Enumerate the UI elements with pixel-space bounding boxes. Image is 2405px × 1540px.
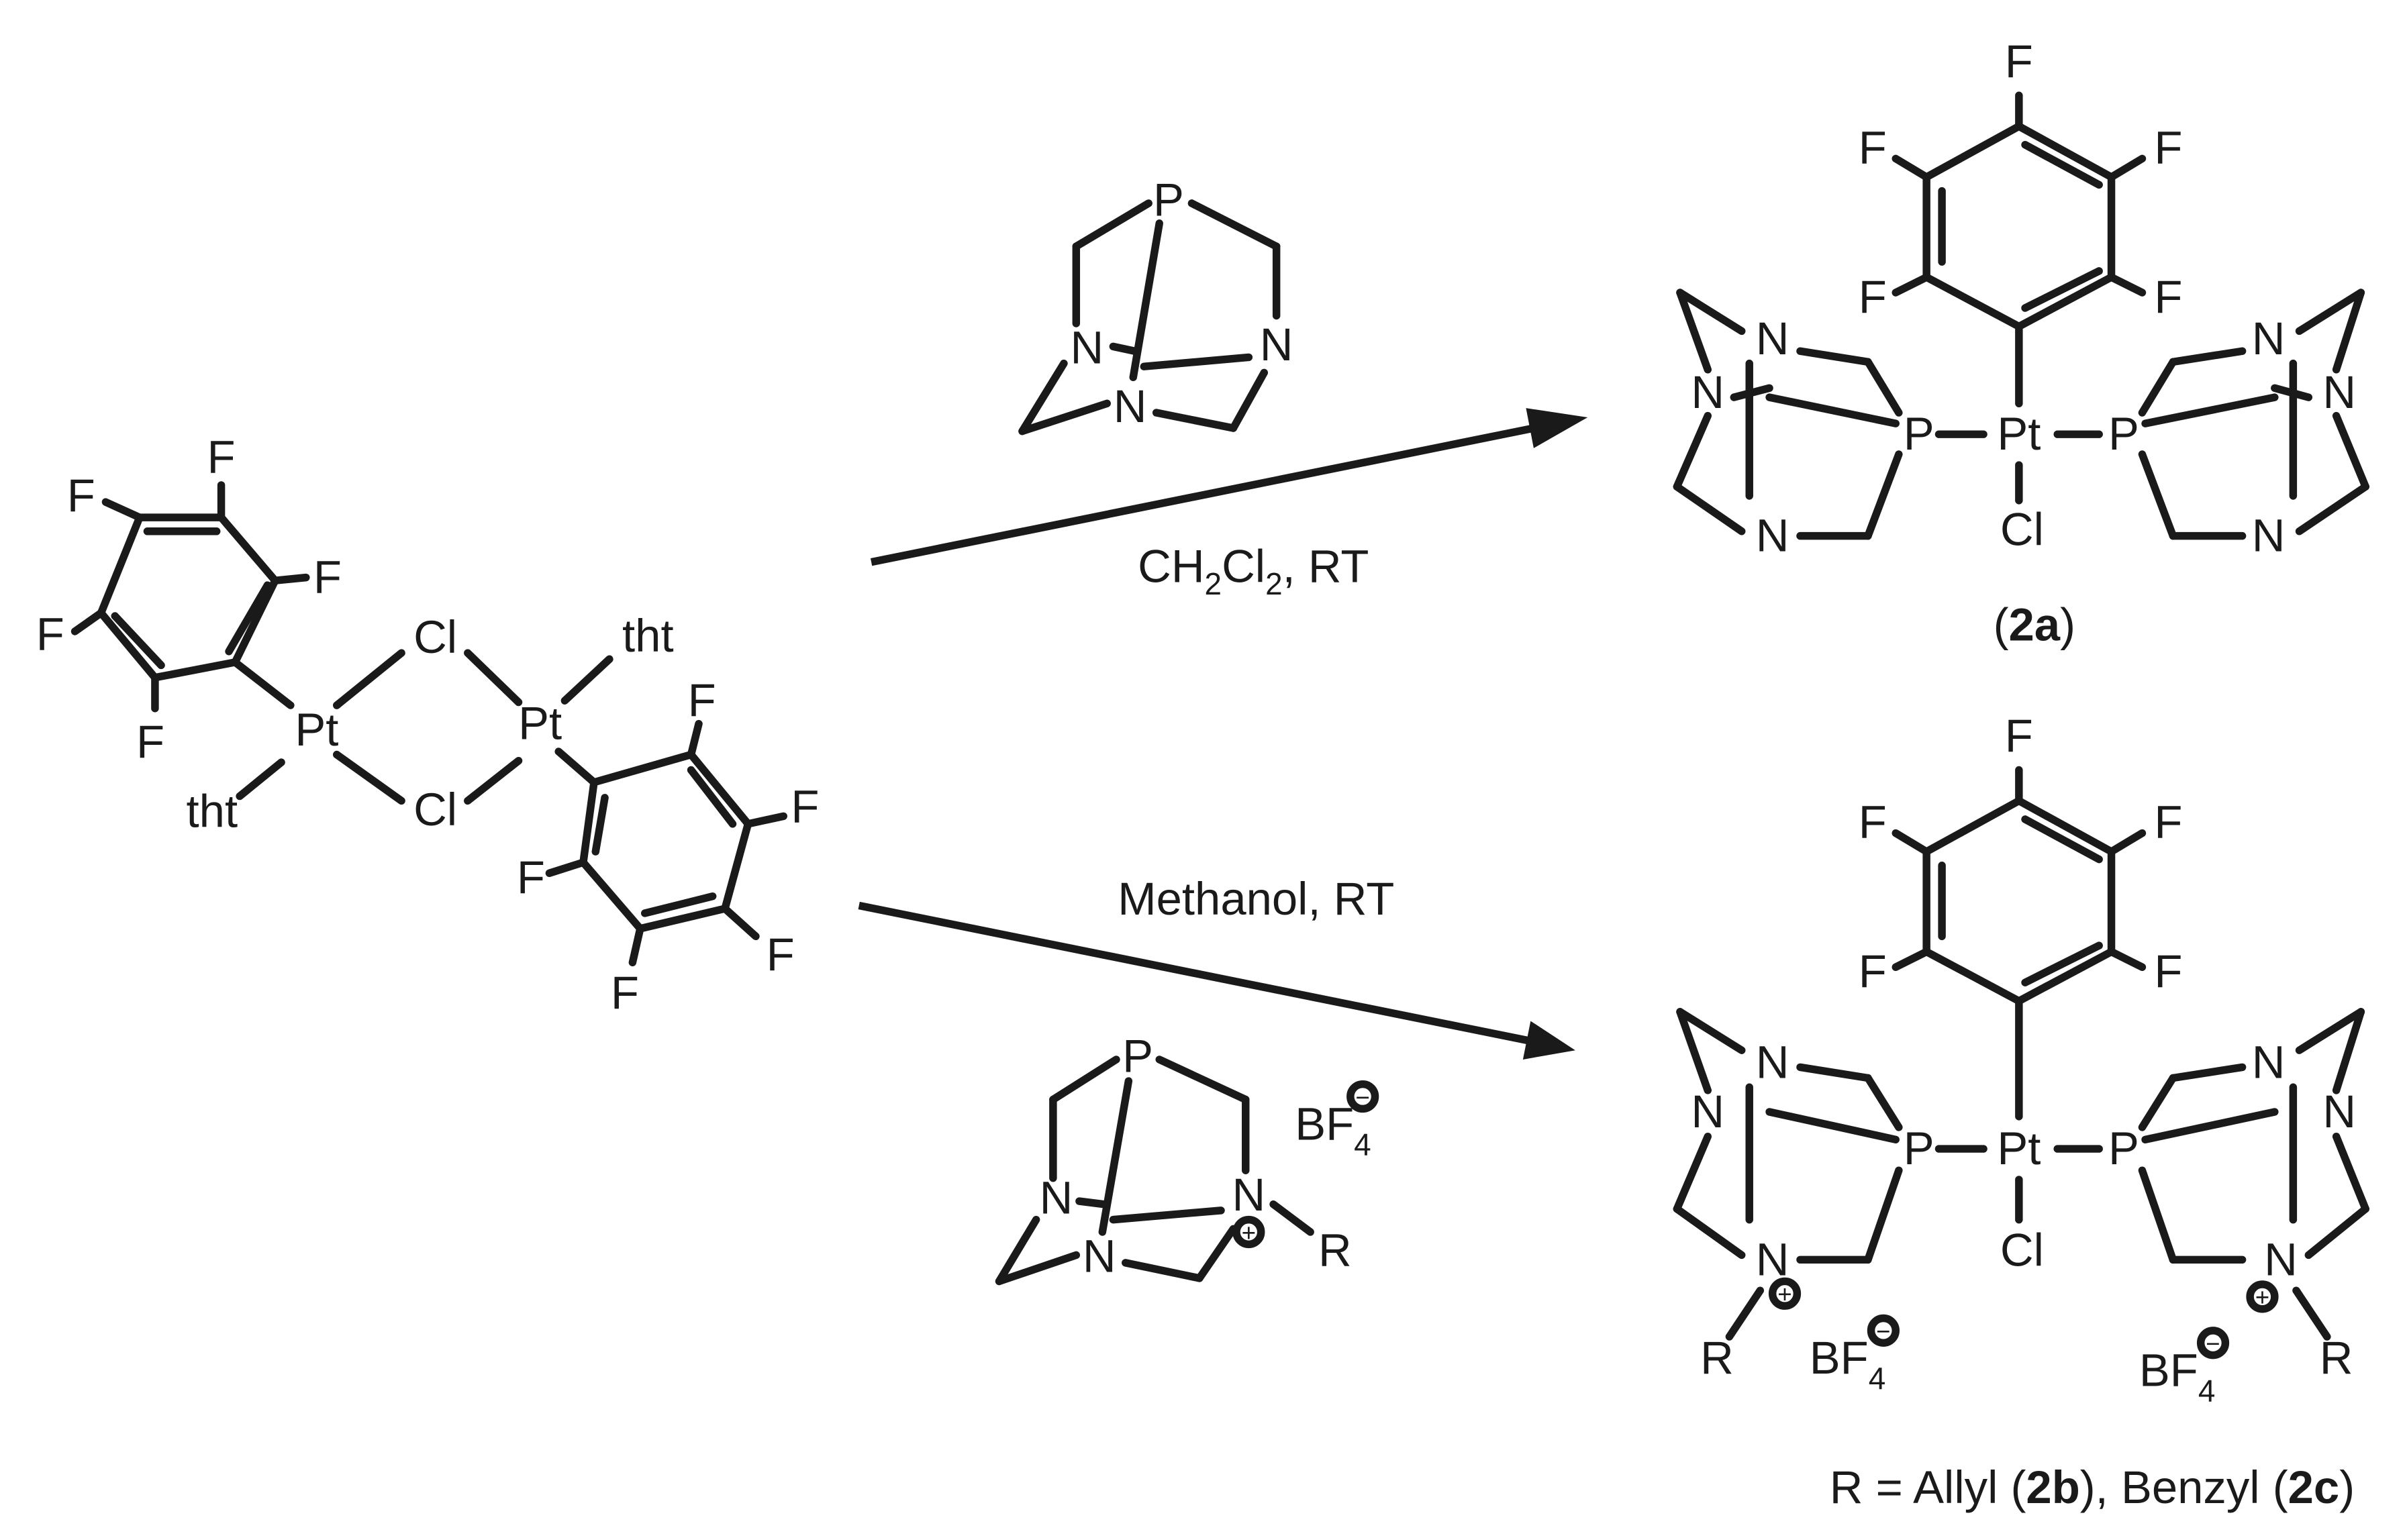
atom-n: N (2322, 366, 2356, 418)
atom-pt: Pt (1997, 408, 2041, 460)
atom-n: N (1756, 1233, 1789, 1285)
reaction-arrow-top (870, 408, 1588, 566)
atom-r: R (1318, 1224, 1352, 1276)
counterion-bf4: BF4 (1295, 1098, 1371, 1162)
atom-f: F (611, 967, 639, 1019)
atom-r: R (1700, 1332, 1734, 1384)
atom-f: F (517, 852, 545, 903)
atom-p: P (2108, 1123, 2139, 1174)
product-2a: F F F F F Pt Cl P N N N P N N N (1673, 36, 2369, 651)
positive-charge-icon: + (1242, 1219, 1256, 1247)
pentafluorophenyl-ring-left (70, 481, 310, 713)
ligand-tht: tht (622, 610, 674, 662)
atom-n: N (2322, 1086, 2356, 1137)
atom-n: N (1040, 1172, 1073, 1223)
atom-f: F (1859, 121, 1887, 173)
pta-reagent: P N N N (1018, 174, 1293, 435)
reaction-conditions-bottom: Methanol, RT (1118, 873, 1394, 925)
atom-f: F (2005, 36, 2033, 87)
atom-f: F (2005, 710, 2033, 762)
atom-n: N (2264, 1233, 2298, 1285)
atom-cl: Cl (2000, 503, 2044, 555)
positive-charge-icon: + (2255, 1284, 2269, 1311)
counterion-bf4: BF4 (1810, 1332, 1886, 1396)
atom-n: N (1083, 1231, 1116, 1282)
atom-n: N (1756, 1037, 1789, 1088)
atom-cl: Cl (413, 611, 457, 663)
product-2b-2c: F F F F F Pt Cl P N N N + R BF4 − (1673, 710, 2369, 1513)
positive-charge-icon: + (1777, 1281, 1792, 1308)
compound-label-2a: (2a) (1994, 599, 2075, 651)
atom-p: P (2108, 408, 2139, 460)
ligand-tht: tht (187, 785, 238, 837)
atom-f: F (2154, 945, 2182, 997)
atom-n: N (2252, 510, 2286, 562)
negative-charge-icon: − (1355, 1084, 1369, 1111)
substituent-footnote: R = Allyl (2b), Benzyl (2c) (1830, 1461, 2355, 1513)
pentafluorophenyl-ring-right (545, 719, 787, 967)
atom-n: N (1756, 510, 1789, 562)
atom-p: P (1122, 1030, 1153, 1082)
atom-cl: Cl (2000, 1224, 2044, 1276)
pta-alkylated-reagent: P N N N + R BF4 − (995, 1030, 1379, 1286)
atom-f: F (36, 608, 64, 660)
atom-f: F (2154, 796, 2182, 848)
atom-cl: Cl (413, 784, 457, 835)
atom-n: N (1756, 313, 1789, 364)
atom-pt: Pt (295, 704, 338, 756)
atom-f: F (1859, 271, 1887, 323)
atom-pt: Pt (1997, 1123, 2041, 1174)
atom-f: F (688, 674, 716, 726)
atom-p: P (1153, 174, 1184, 225)
atom-f: F (136, 716, 164, 768)
atom-f: F (67, 470, 95, 521)
atom-f: F (1859, 945, 1887, 997)
atom-f: F (2154, 121, 2182, 173)
atom-n: N (1691, 366, 1724, 418)
atom-p: P (1904, 1123, 1934, 1174)
atom-n: N (2252, 1037, 2286, 1088)
atom-n: N (1071, 322, 1104, 374)
atom-p: P (1904, 408, 1934, 460)
reaction-arrow-bottom (858, 901, 1575, 1060)
atom-f: F (207, 431, 236, 483)
reaction-conditions-top: CH2Cl2, RT (1138, 541, 1369, 601)
counterion-bf4: BF4 (2139, 1345, 2216, 1408)
negative-charge-icon: − (2206, 1330, 2220, 1357)
atom-n: N (1260, 319, 1293, 370)
atom-f: F (1859, 796, 1887, 848)
negative-charge-icon: − (1876, 1318, 1890, 1345)
atom-pt: Pt (518, 698, 562, 750)
atom-n: N (2252, 313, 2286, 364)
starting-material-dimer: F F F F F Pt tht Cl Cl Pt tht (36, 431, 820, 1019)
atom-n: N (1232, 1169, 1265, 1221)
atom-f: F (2154, 271, 2182, 323)
atom-r: R (2320, 1332, 2353, 1384)
atom-f: F (791, 781, 819, 833)
atom-f: F (767, 929, 795, 980)
atom-n: N (1691, 1086, 1724, 1137)
atom-f: F (313, 552, 342, 603)
atom-n: N (1114, 380, 1147, 432)
